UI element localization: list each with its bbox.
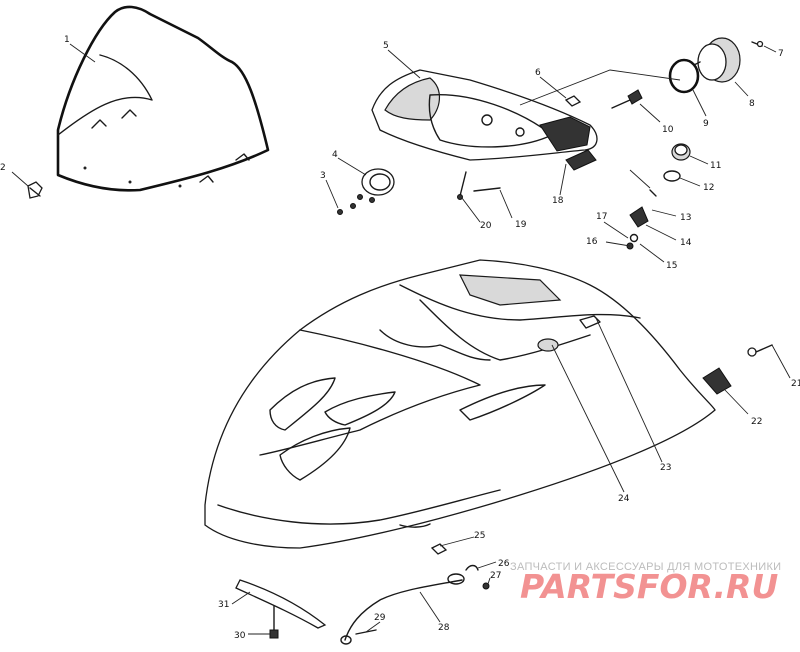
callout-2: 2 (0, 163, 6, 173)
callout-28: 28 (438, 623, 450, 633)
watermark: ЗАПЧАСТИ И АКСЕССУАРЫ ДЛЯ МОТОТЕХНИКИ PA… (510, 561, 781, 606)
grommet (663, 170, 681, 182)
callout-17: 17 (596, 212, 607, 222)
callout-4: 4 (332, 150, 338, 160)
harness-cable (457, 171, 467, 200)
leader-lines (11, 43, 791, 635)
speedometer-gauge (693, 37, 741, 83)
callout-8: 8 (749, 99, 755, 109)
cable-tie (473, 187, 501, 192)
callout-1: 1 (64, 35, 70, 45)
callout-20: 20 (480, 221, 492, 231)
callout-7: 7 (778, 49, 784, 59)
callout-15: 15 (666, 261, 677, 271)
callout-29: 29 (374, 613, 386, 623)
retaining-pin (751, 40, 764, 48)
callout-labels: 1 2 3 4 5 6 7 8 9 10 11 12 13 14 15 16 1… (0, 35, 800, 641)
latch-screw (747, 344, 773, 357)
callout-22: 22 (751, 417, 762, 427)
bracket-washer (626, 233, 639, 250)
windshield (56, 5, 270, 192)
callout-31: 31 (218, 600, 229, 610)
hood-body (204, 259, 716, 549)
bolt (269, 605, 279, 639)
callout-11: 11 (710, 161, 721, 171)
callout-24: 24 (618, 494, 630, 504)
callout-13: 13 (680, 213, 691, 223)
gauge-bezel-ring (668, 58, 700, 94)
callout-3: 3 (320, 171, 326, 181)
indicator-lens (564, 95, 582, 107)
callout-23: 23 (660, 463, 671, 473)
callout-25: 25 (474, 531, 485, 541)
pilot-light (671, 143, 691, 161)
cable-end (482, 582, 490, 590)
callout-14: 14 (680, 238, 692, 248)
clip-fastener (430, 543, 448, 555)
watermark-caption: ЗАПЧАСТИ И АКСЕССУАРЫ ДЛЯ МОТОТЕХНИКИ (510, 561, 781, 573)
callout-30: 30 (234, 631, 246, 641)
gauge-panel-hood (371, 69, 598, 161)
callout-6: 6 (535, 68, 541, 78)
callout-5: 5 (383, 41, 389, 51)
callout-19: 19 (515, 220, 527, 230)
callout-18: 18 (552, 196, 564, 206)
gauge-housing-ring (361, 168, 395, 196)
callout-26: 26 (498, 559, 510, 569)
watermark-logo: PARTSFOR.RU (520, 567, 778, 606)
wiring-connector (565, 149, 597, 171)
callout-12: 12 (703, 183, 714, 193)
bracket-clip (629, 189, 657, 228)
callout-21: 21 (791, 379, 800, 389)
callout-16: 16 (586, 237, 598, 247)
callout-10: 10 (662, 125, 674, 135)
skid-plate (235, 579, 327, 629)
spring-clip (465, 564, 479, 571)
latch-plate (702, 367, 732, 395)
release-cable (340, 573, 465, 645)
windshield-screw (27, 181, 43, 199)
callout-9: 9 (703, 119, 709, 129)
callout-27: 27 (490, 571, 501, 581)
mount-screws (337, 194, 375, 215)
switch-connector (611, 89, 643, 109)
